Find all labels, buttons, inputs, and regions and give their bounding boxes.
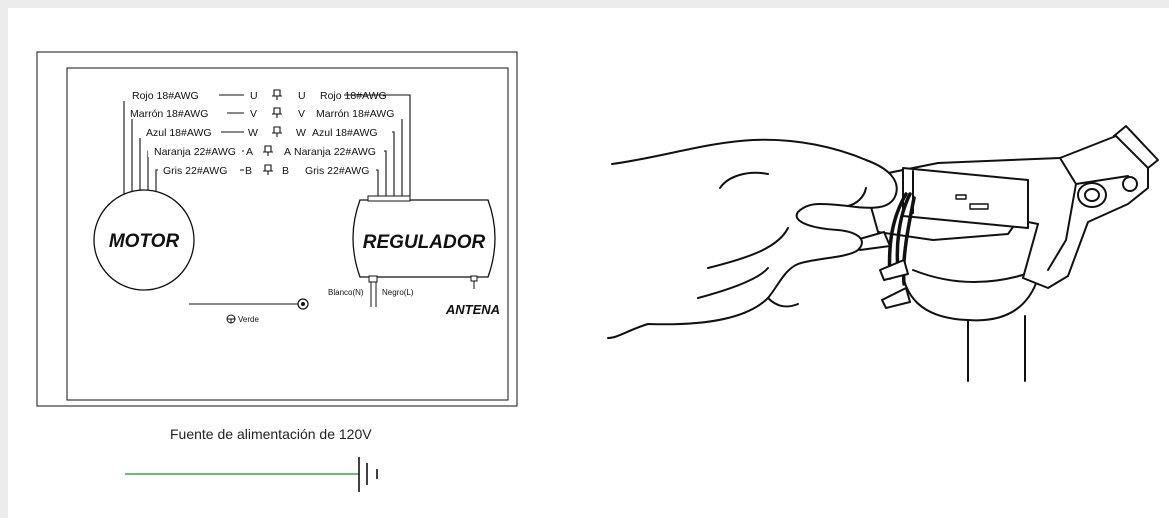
motor-symbol — [93, 189, 195, 291]
diagram-inner-frame — [66, 67, 509, 401]
wire-label-right-2: Marrón 18#AWG — [316, 108, 394, 120]
connector-icon — [263, 145, 273, 156]
wire-label-left-3: Azul 18#AWG — [146, 127, 212, 139]
installation-illustration — [607, 125, 1159, 382]
pin-right-1: U — [298, 90, 306, 102]
antenna-connector — [470, 275, 478, 282]
antenna-label: ANTENA — [445, 302, 500, 317]
power-supply-caption: Fuente de alimentación de 120V — [170, 426, 372, 442]
pin-right-5: B — [282, 165, 289, 177]
wire-label-left-1: Rojo 18#AWG — [132, 90, 199, 102]
instruction-panel: Rojo 18#AWG Marrón 18#AWG Azul 18#AWG Na… — [8, 8, 1169, 518]
pin-right-2: V — [298, 108, 305, 120]
neutral-label: Blanco(N) — [328, 288, 364, 297]
canopy — [901, 269, 1039, 322]
diagram-outer-frame — [36, 51, 518, 407]
connector-icon — [272, 107, 282, 118]
regulator-label: REGULADOR — [363, 232, 486, 253]
pin-left-1: U — [250, 90, 258, 102]
regulator-input-connector — [367, 195, 411, 202]
pin-left-3: W — [248, 127, 258, 139]
connector-icon — [272, 89, 282, 100]
wire-label-left-2: Marrón 18#AWG — [130, 108, 208, 120]
pin-right-3: W — [296, 127, 306, 139]
connector-icon — [263, 164, 273, 175]
pin-right-4: A — [284, 146, 291, 158]
pin-left-2: V — [250, 108, 257, 120]
downrod — [967, 315, 1026, 382]
hand — [607, 138, 898, 339]
wire-label-right-4: Naranja 22#AWG — [294, 146, 376, 158]
pin-left-5: B — [245, 165, 252, 177]
wire-label-right-3: Azul 18#AWG — [312, 127, 378, 139]
regulator-symbol — [352, 199, 496, 278]
live-label: Negro(L) — [382, 288, 414, 297]
wiring-diagram: Rojo 18#AWG Marrón 18#AWG Azul 18#AWG Na… — [36, 51, 1159, 492]
ground-icon — [226, 314, 236, 324]
connector-icon — [272, 126, 282, 137]
wire-label-left-5: Gris 22#AWG — [163, 165, 227, 177]
ground-label: Verde — [238, 315, 259, 324]
motor-label: MOTOR — [109, 231, 180, 252]
wire-label-right-1: Rojo 18#AWG — [320, 90, 387, 102]
wire-label-right-5: Gris 22#AWG — [305, 165, 369, 177]
power-source-icon — [358, 457, 378, 492]
wire-label-left-4: Naranja 22#AWG — [154, 146, 236, 158]
pin-left-4: A — [246, 146, 253, 158]
